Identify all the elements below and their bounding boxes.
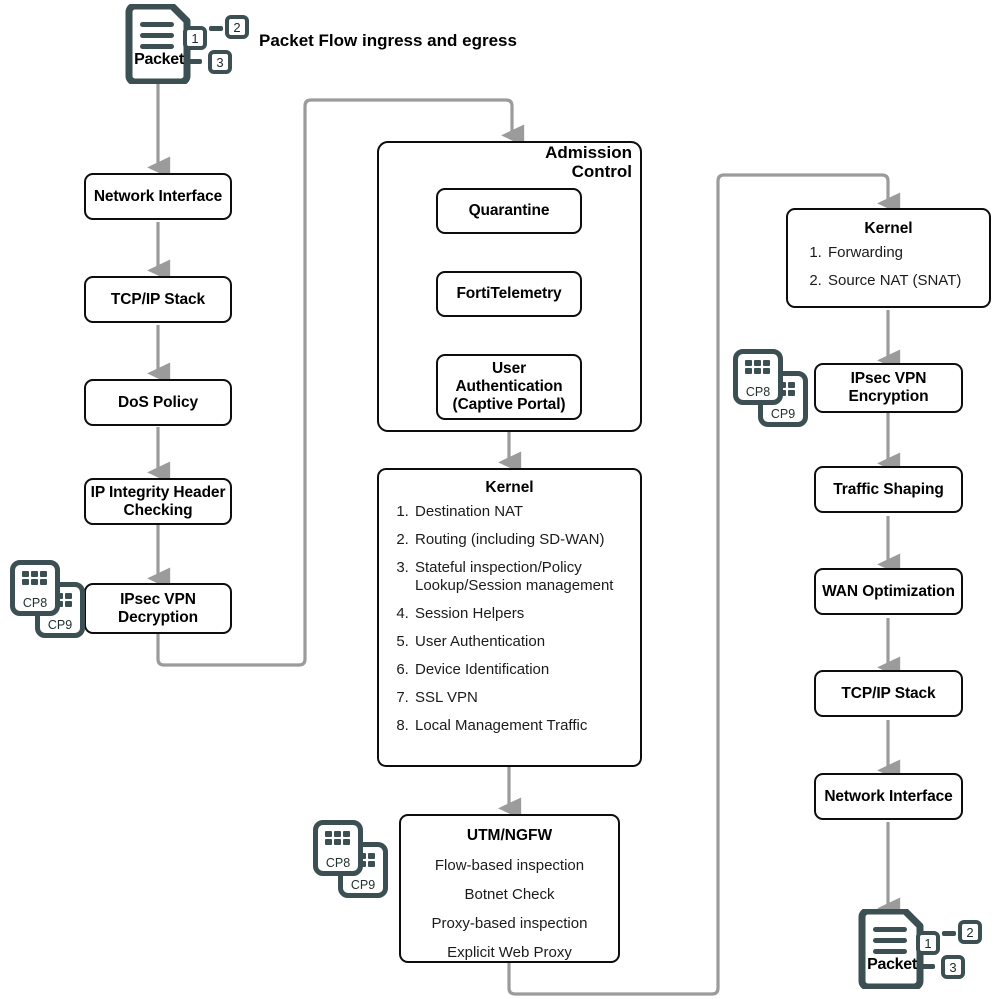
packet-egress: Packet 1 2 3 [857, 909, 987, 991]
admission-control-title: Admission Control [545, 143, 632, 182]
box-network-interface-egress[interactable]: Network Interface [814, 773, 963, 820]
page-title: Packet Flow ingress and egress [259, 31, 517, 50]
chip-grid-icon [325, 831, 351, 848]
box-wan-optimization[interactable]: WAN Optimization [814, 568, 963, 615]
box-utm-ngfw[interactable]: UTM/NGFW Flow-based inspection Botnet Ch… [399, 814, 620, 963]
box-kernel-egress[interactable]: Kernel Forwarding Source NAT (SNAT) [786, 208, 991, 308]
cp-badge-utm: CP9 CP8 [311, 818, 397, 904]
cp9-label: CP9 [350, 878, 376, 892]
cp8-label: CP8 [22, 596, 48, 610]
list-item: Explicit Web Proxy [447, 944, 572, 961]
cp8-label: CP8 [325, 856, 351, 870]
kernel-ingress-header: Kernel [485, 479, 534, 496]
list-item: Proxy-based inspection [431, 915, 588, 932]
list-item: Stateful inspection/Policy Lookup/Sessio… [413, 559, 628, 595]
list-item: Session Helpers [413, 605, 628, 623]
list-item: Destination NAT [413, 503, 628, 521]
cp8-label: CP8 [745, 385, 771, 399]
cp8-chip-icon: CP8 [733, 349, 783, 405]
list-item: Forwarding [826, 244, 977, 262]
packet-ingress-label: Packet [134, 51, 184, 68]
box-quarantine[interactable]: Quarantine [436, 188, 582, 234]
list-item: User Authentication [413, 633, 628, 651]
packet-ingress-badge-2: 2 [225, 15, 249, 39]
packet-ingress-badge-3: 3 [208, 50, 232, 74]
kernel-egress-header: Kernel [864, 220, 913, 237]
box-kernel-ingress[interactable]: Kernel Destination NAT Routing (includin… [377, 468, 642, 767]
box-traffic-shaping[interactable]: Traffic Shaping [814, 466, 963, 513]
list-item: Local Management Traffic [413, 717, 628, 735]
packet-egress-badge-2: 2 [958, 920, 982, 944]
cp9-label: CP9 [47, 618, 73, 632]
list-item: Source NAT (SNAT) [826, 272, 977, 290]
packet-egress-label: Packet [867, 956, 917, 973]
packet-egress-badge-1: 1 [916, 931, 940, 955]
box-tcpip-stack-ingress[interactable]: TCP/IP Stack [84, 276, 232, 323]
list-item: Routing (including SD-WAN) [413, 531, 628, 549]
chip-grid-icon [745, 360, 771, 377]
packet-egress-stub-3 [919, 964, 935, 969]
packet-ingress-badge-1: 1 [183, 26, 207, 50]
cp-badge-decryption: CP9 CP8 [8, 558, 94, 644]
packet-egress-badge-3: 3 [941, 955, 965, 979]
box-tcpip-stack-egress[interactable]: TCP/IP Stack [814, 670, 963, 717]
packet-document-icon [125, 4, 191, 84]
cp8-chip-icon: CP8 [10, 560, 60, 616]
box-ip-integrity-header-checking[interactable]: IP Integrity Header Checking [84, 478, 232, 525]
list-item: Flow-based inspection [434, 857, 585, 874]
cp-badge-encryption: CP9 CP8 [731, 347, 817, 433]
list-item: Botnet Check [464, 886, 555, 903]
packet-ingress-stub-2 [209, 26, 223, 31]
cp8-chip-icon: CP8 [313, 820, 363, 876]
list-item: Device Identification [413, 661, 628, 679]
chip-grid-icon [22, 571, 48, 588]
box-dos-policy[interactable]: DoS Policy [84, 379, 232, 426]
utm-ngfw-header: UTM/NGFW [466, 827, 553, 844]
box-ipsec-vpn-decryption[interactable]: IPsec VPN Decryption [84, 583, 232, 634]
list-item: SSL VPN [413, 689, 628, 707]
kernel-ingress-list: Destination NAT Routing (including SD-WA… [391, 503, 628, 735]
packet-egress-stub-2 [942, 931, 956, 936]
packet-document-icon [858, 909, 924, 989]
box-ipsec-vpn-encryption[interactable]: IPsec VPN Encryption [814, 363, 963, 413]
cp9-label: CP9 [770, 407, 796, 421]
kernel-egress-list: Forwarding Source NAT (SNAT) [800, 244, 977, 290]
packet-ingress-stub-3 [186, 59, 202, 64]
packet-ingress: Packet 1 2 3 [124, 4, 254, 86]
box-fortitelemetry[interactable]: FortiTelemetry [436, 271, 582, 317]
box-user-authentication-captive-portal[interactable]: User Authentication (Captive Portal) [436, 354, 582, 420]
box-network-interface-ingress[interactable]: Network Interface [84, 173, 232, 220]
